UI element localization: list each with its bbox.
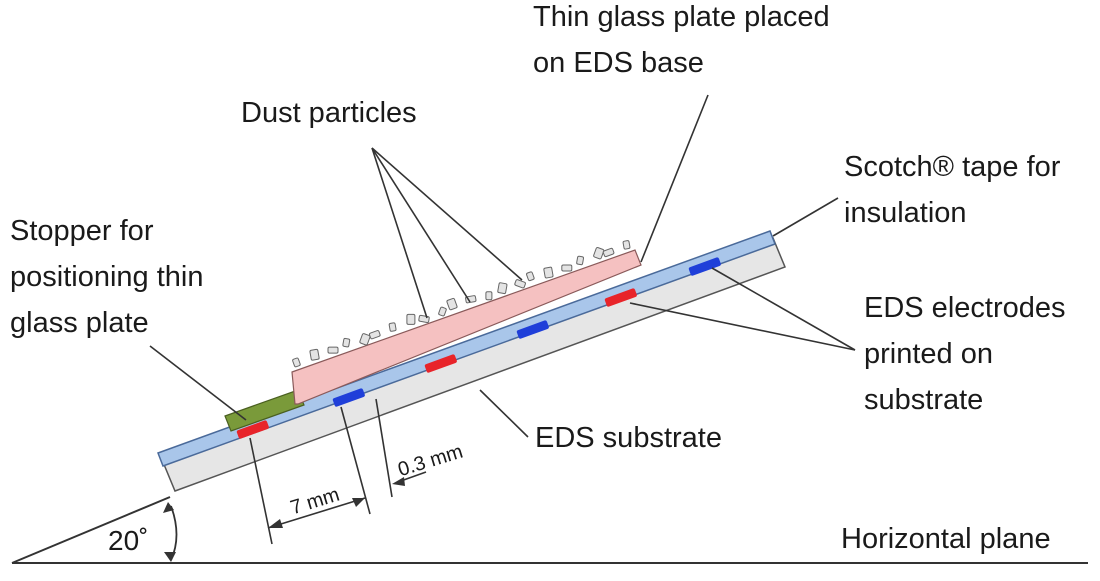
dust-particle (368, 330, 381, 340)
dust-particle (514, 279, 526, 289)
dust-particle (543, 266, 554, 279)
label-eds-electrodes: EDS electrodes printed on substrate (864, 292, 1066, 416)
dust-particle (526, 271, 535, 282)
tilt-arrow-bottom (164, 552, 176, 562)
dust-particle (465, 295, 477, 304)
dust-particles (292, 240, 631, 368)
stopper (224, 389, 305, 432)
tilt-arrow-top (163, 502, 174, 513)
dust-particle (342, 337, 351, 348)
dust-particle (446, 297, 458, 311)
dust-particle (485, 291, 493, 301)
eds-electrodes (236, 257, 721, 439)
dust-particle (593, 247, 605, 260)
thin-glass-plate (291, 249, 642, 405)
electrode-blue (332, 388, 365, 407)
electrode-blue (516, 320, 549, 339)
electrode-red (424, 354, 457, 373)
dimension-gap-label: 0.3 mm (395, 441, 465, 482)
electrode-red (236, 420, 269, 439)
dust-particle (359, 333, 371, 346)
dust-particle (388, 322, 397, 332)
electrode-red (604, 288, 637, 307)
label-stopper: Stopper for positioning thin glass plate (10, 215, 204, 339)
dust-particle (576, 255, 585, 266)
dust-particle (438, 306, 447, 317)
dust-particle (309, 348, 320, 361)
dust-particle (497, 282, 508, 295)
electrode-blue (688, 257, 721, 276)
label-dust-particles: Dust particles (241, 97, 417, 129)
dust-particle (602, 247, 615, 258)
dimension-7mm (249, 398, 427, 545)
tilt-angle-arc (170, 505, 178, 561)
label-glass-plate: Thin glass plate placed on EDS base (533, 1, 830, 79)
dust-particle (622, 240, 631, 250)
dust-particle (292, 357, 301, 368)
incline-baseline (11, 496, 171, 564)
scotch-tape (157, 230, 776, 467)
dust-particle (406, 313, 416, 325)
dust-particle (418, 314, 430, 324)
dust-particle (327, 346, 339, 354)
tilt-angle-label: 20˚ (108, 525, 148, 556)
dust-particle (561, 264, 573, 272)
leader-lines (149, 94, 856, 438)
label-scotch-tape: Scotch® tape for insulation (844, 151, 1061, 229)
label-eds-substrate: EDS substrate (535, 422, 722, 454)
label-horizontal-plane: Horizontal plane (841, 523, 1051, 555)
